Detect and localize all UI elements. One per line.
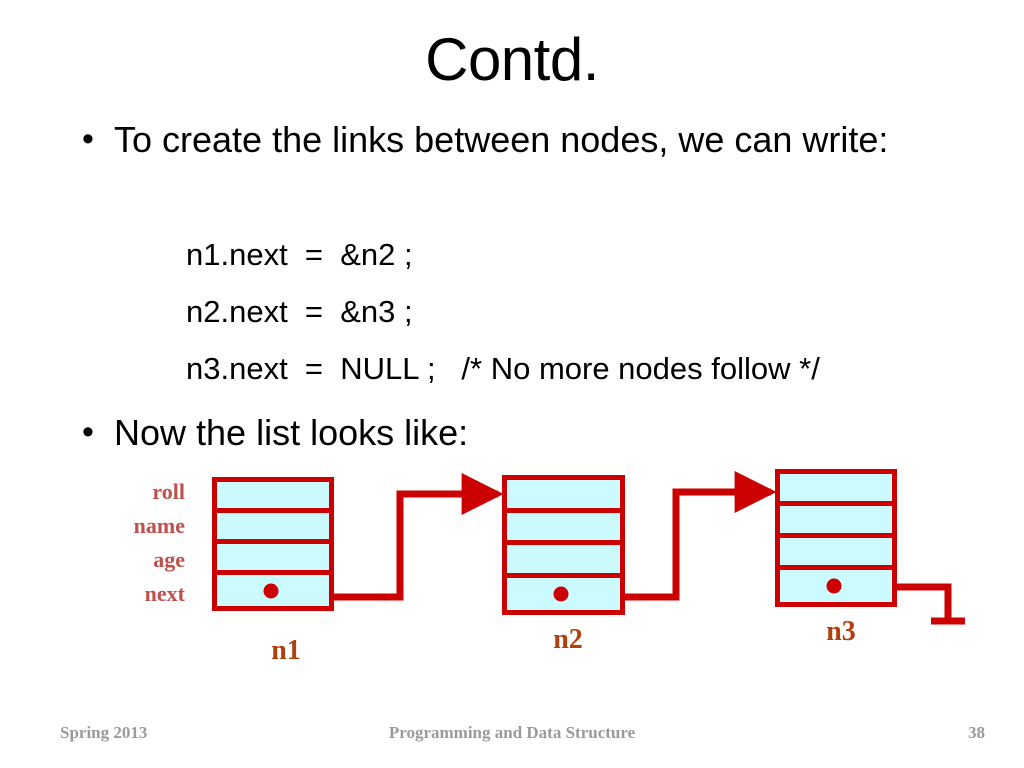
bullet-text-1: To create the links between nodes, we ca…	[114, 119, 889, 160]
node3-cell-name	[780, 506, 892, 538]
field-label-age: age	[153, 547, 185, 572]
pointer-dot-icon	[826, 578, 842, 594]
code-line-1: n1.next = &n2 ;	[186, 237, 413, 272]
code-line-2: n2.next = &n3 ;	[186, 294, 413, 329]
node-label-n2: n2	[553, 624, 583, 655]
pointer-dot-icon	[263, 583, 279, 598]
node1-cell-name	[217, 513, 329, 544]
pointer-dot-icon	[553, 586, 569, 602]
node1-cell-next	[217, 575, 329, 606]
bullet-item-2: • Now the list looks like:	[82, 409, 782, 456]
node-label-n1: n1	[271, 635, 301, 666]
footer-slide-number: 38	[968, 723, 985, 742]
code-line-3: n3.next = NULL ; /* No more nodes follow…	[186, 351, 820, 386]
node1-cell-roll	[217, 482, 329, 513]
node3-cell-next	[780, 570, 892, 602]
node3-cell-roll	[780, 474, 892, 506]
page-title: Contd.	[425, 26, 599, 93]
footer-course-title: Programming and Data Structure	[388, 723, 636, 742]
node-box-n2	[502, 475, 625, 615]
node-box-n3	[775, 469, 897, 607]
node-label-n3: n3	[826, 616, 856, 647]
bullet-marker-icon: •	[82, 413, 94, 451]
bullet-item-1: • To create the links between nodes, we …	[82, 116, 942, 163]
node3-cell-age	[780, 538, 892, 570]
node-box-n1	[212, 477, 334, 611]
node2-cell-name	[507, 512, 620, 545]
node2-cell-age	[507, 545, 620, 578]
node1-cell-age	[217, 544, 329, 575]
struct-field-label-column: roll name age next	[85, 470, 185, 610]
bullet-text-2: Now the list looks like:	[114, 412, 469, 453]
field-label-roll: roll	[152, 479, 185, 504]
node2-cell-next	[507, 577, 620, 610]
field-label-next: next	[144, 581, 185, 606]
node2-cell-roll	[507, 480, 620, 513]
field-label-name: name	[133, 513, 185, 538]
footer-date: Spring 2013	[60, 723, 148, 742]
bullet-marker-icon: •	[82, 120, 94, 158]
